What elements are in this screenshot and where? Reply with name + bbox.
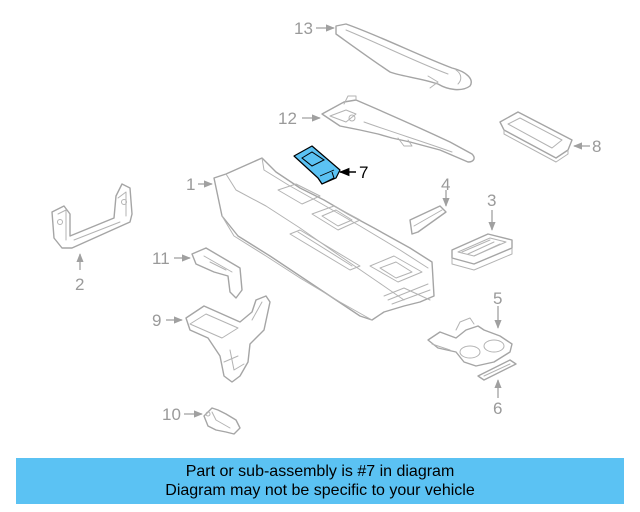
banner-line-1: Part or sub-assembly is #7 in diagram xyxy=(185,463,455,480)
callout-10[interactable]: 10 xyxy=(162,405,181,424)
part-10-clip[interactable] xyxy=(203,407,241,435)
part-7-console-insert[interactable] xyxy=(293,145,341,185)
part-6-trim-strip[interactable] xyxy=(477,359,517,381)
part-2-bracket[interactable] xyxy=(51,183,133,249)
callout-12[interactable]: 12 xyxy=(278,109,297,128)
callout-2[interactable]: 2 xyxy=(75,275,84,294)
callout-9[interactable]: 9 xyxy=(152,311,161,330)
callout-7[interactable]: 7 xyxy=(359,163,368,182)
part-3-storage-box[interactable] xyxy=(451,233,513,271)
callout-8[interactable]: 8 xyxy=(592,137,601,156)
part-1-center-console[interactable] xyxy=(213,157,435,321)
callout-3[interactable]: 3 xyxy=(487,191,496,210)
part-8-tray[interactable] xyxy=(499,111,573,163)
part-4-trim-panel[interactable] xyxy=(409,205,447,235)
banner-line-2: Diagram may not be specific to your vehi… xyxy=(165,482,475,499)
part-11-support-bracket[interactable] xyxy=(191,247,243,299)
callout-13[interactable]: 13 xyxy=(294,19,313,38)
exploded-parts-diagram: 13 12 8 7 xyxy=(51,19,601,435)
callout-1[interactable]: 1 xyxy=(186,175,195,194)
callout-5[interactable]: 5 xyxy=(493,289,502,308)
callout-4[interactable]: 4 xyxy=(441,175,450,194)
callout-11[interactable]: 11 xyxy=(152,249,170,268)
part-12-parking-brake-lever[interactable] xyxy=(321,95,475,163)
part-9-armrest[interactable] xyxy=(185,295,271,383)
info-banner: Part or sub-assembly is #7 in diagram Di… xyxy=(16,458,624,504)
callout-6[interactable]: 6 xyxy=(493,399,502,418)
part-13-brake-lever-cover[interactable] xyxy=(335,23,472,91)
part-5-cup-holder[interactable] xyxy=(427,317,513,367)
